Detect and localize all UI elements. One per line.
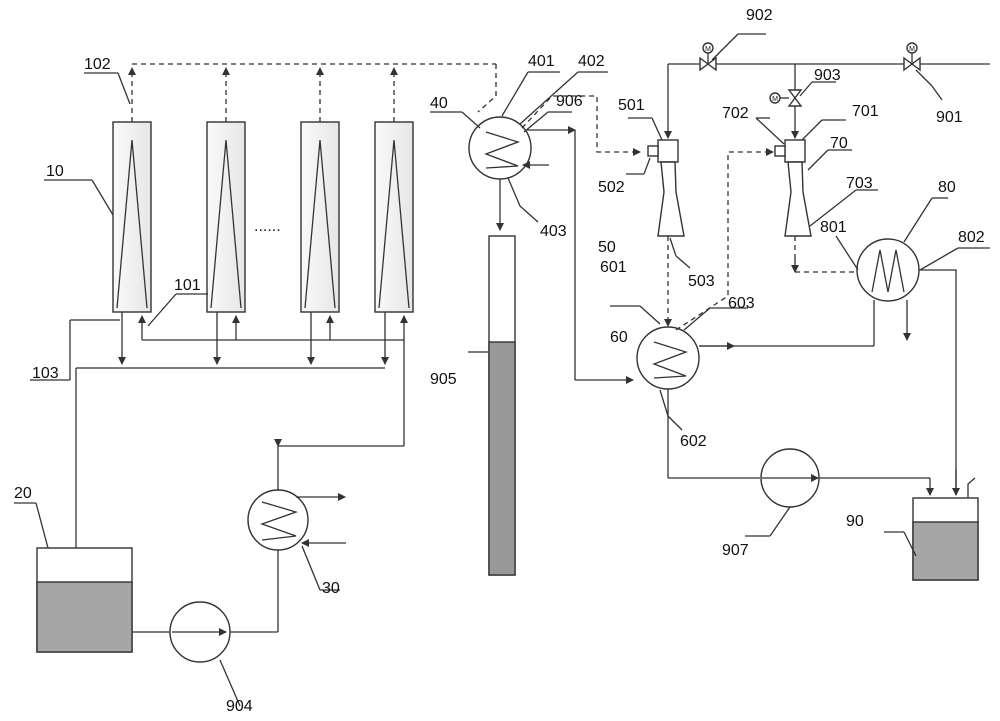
label-20: 20 [14,485,32,502]
label-602: 602 [680,433,707,450]
reactor-column-3 [300,121,340,313]
label-502: 502 [598,179,625,196]
svg-text:M: M [909,46,915,53]
label-801: 801 [820,219,847,236]
pump-904 [132,550,279,663]
label-904: 904 [226,698,253,715]
label-802: 802 [958,229,985,246]
leader-lines [14,33,990,707]
label-102: 102 [84,56,111,73]
label-907: 907 [722,542,749,559]
condenser-80 [856,238,960,496]
label-906: 906 [556,93,583,110]
svg-text:M: M [705,46,711,53]
valve-902: M [699,42,717,72]
label-501: 501 [618,97,645,114]
valve-901: M [903,42,921,72]
label-40: 40 [430,95,448,112]
vapor-header-line [128,63,497,122]
label-701: 701 [852,103,879,120]
label-103: 103 [32,365,59,382]
reactor-column-4 [374,121,414,313]
label-402: 402 [578,53,605,70]
ejector-70 [774,139,858,273]
feed-tank [36,547,133,653]
label-50: 50 [598,239,616,256]
label-905: 905 [430,371,457,388]
receiver-column-905 [488,235,516,576]
svg-text:M: M [772,96,778,103]
label-60: 60 [610,329,628,346]
label-702: 702 [722,105,749,122]
label-10: 10 [46,163,64,180]
label-903: 903 [814,67,841,84]
label-403: 403 [540,223,567,240]
label-80: 80 [938,179,956,196]
condenser-60 [636,148,875,479]
label-603: 603 [728,295,755,312]
reactor-column-2 [206,121,246,313]
reactor-column-1 [112,121,152,313]
label-70: 70 [830,135,848,152]
ellipsis-more-columns: ...... [254,218,281,235]
ejector-50 [647,139,685,327]
heat-exchanger-30 [247,489,346,551]
label-503: 503 [688,273,715,290]
label-703: 703 [846,175,873,192]
label-401: 401 [528,53,555,70]
label-30: 30 [322,580,340,597]
label-101: 101 [174,277,201,294]
condenser-40 [468,95,641,384]
column-bottom-lines [75,312,408,548]
valve-903: M [769,89,803,107]
label-90: 90 [846,513,864,530]
label-601: 601 [600,259,627,276]
pump-907 [760,448,934,508]
label-901: 901 [936,109,963,126]
label-902: 902 [746,7,773,24]
product-tank-90 [912,477,979,581]
